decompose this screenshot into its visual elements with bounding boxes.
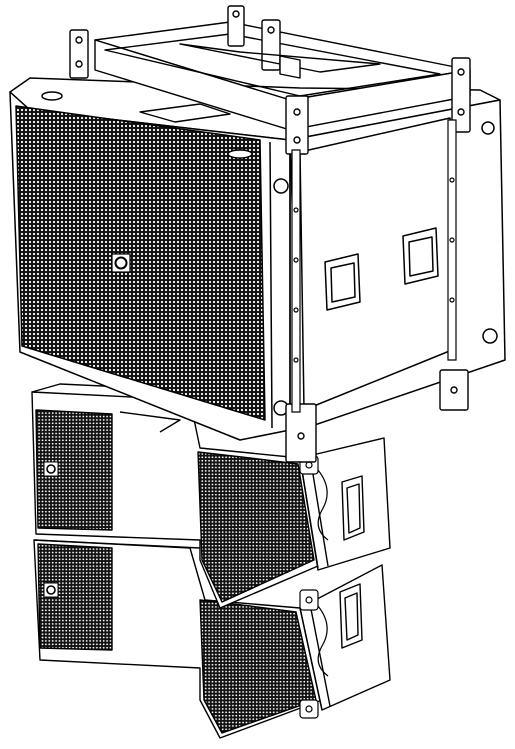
brand-logo-icon [43, 582, 59, 598]
flying-frame [69, 5, 471, 463]
line-array-cabinet-bottom [33, 539, 391, 739]
brand-logo-icon [111, 253, 131, 273]
rigging-links [299, 455, 329, 719]
subwoofer-cabinet [9, 77, 506, 441]
rigging-strip [291, 119, 457, 413]
brand-logo-icon [43, 461, 59, 477]
line-array-cabinet-top [31, 383, 391, 609]
